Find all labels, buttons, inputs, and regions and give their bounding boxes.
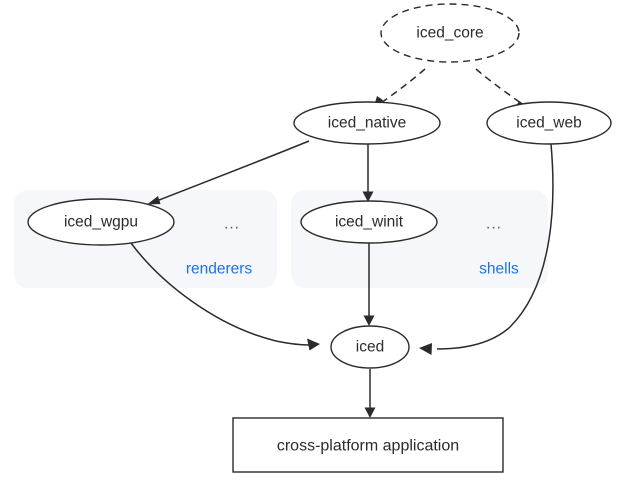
edge-iced-wgpu-to-iced-arrowhead <box>307 338 320 351</box>
edge-iced-native-to-iced-winit <box>362 143 374 202</box>
edge-iced-web-to-iced-line <box>436 143 554 350</box>
node-application-label: cross-platform application <box>277 438 459 455</box>
node-iced-core[interactable]: iced_core <box>380 3 520 63</box>
edge-iced-native-to-iced-wgpu <box>147 140 310 205</box>
cluster-renderers-label: renderers <box>186 261 253 278</box>
edge-iced-web-to-iced <box>419 143 554 355</box>
node-shells-more: ... <box>486 216 502 233</box>
node-iced-web-shape[interactable] <box>486 101 612 145</box>
node-iced-label: iced <box>356 339 384 356</box>
node-iced-winit-label: iced_winit <box>335 214 404 231</box>
node-application[interactable]: cross-platform application <box>232 417 504 473</box>
node-iced-core-shape[interactable] <box>380 3 520 63</box>
node-iced-core-label: iced_core <box>416 25 483 42</box>
node-iced[interactable]: iced <box>330 325 410 369</box>
node-iced-native[interactable]: iced_native <box>293 101 441 145</box>
node-iced-native-label: iced_native <box>328 115 406 132</box>
node-shells-more-label: ... <box>486 216 502 233</box>
node-iced-web[interactable]: iced_web <box>486 101 612 145</box>
node-iced-web-label: iced_web <box>516 115 582 132</box>
edge-iced-wgpu-to-iced <box>130 242 320 351</box>
edge-iced-core-to-iced-web <box>475 68 530 109</box>
node-renderers-more-label: ... <box>224 216 240 233</box>
node-renderers-more: ... <box>224 216 240 233</box>
node-application-shape[interactable] <box>232 417 504 473</box>
node-iced-shape[interactable] <box>330 325 410 369</box>
edge-iced-wgpu-to-iced-line <box>130 242 277 342</box>
edge-iced-winit-to-iced <box>363 243 375 326</box>
edge-iced-winit-to-iced-arrowhead <box>363 315 375 326</box>
node-iced-native-shape[interactable] <box>293 101 441 145</box>
node-iced-wgpu[interactable]: iced_wgpu <box>27 198 175 246</box>
cluster-shells-label: shells <box>479 261 519 278</box>
node-iced-wgpu-shape[interactable] <box>27 198 175 246</box>
edge-iced-to-application <box>364 369 376 418</box>
edge-iced-core-to-iced-web-line <box>475 68 523 105</box>
node-iced-wgpu-label: iced_wgpu <box>64 214 138 231</box>
edge-iced-native-to-iced-winit-arrowhead <box>362 191 374 202</box>
node-iced-winit[interactable]: iced_winit <box>300 200 438 244</box>
edge-iced-native-to-iced-wgpu-line <box>158 140 310 201</box>
node-iced-winit-shape[interactable] <box>300 200 438 244</box>
edge-iced-web-to-iced-arrowhead <box>419 343 432 355</box>
edge-iced-core-to-iced-native-line <box>380 68 426 104</box>
edge-iced-to-application-arrowhead <box>364 407 376 418</box>
edge-iced-wgpu-to-iced-line-tail <box>275 340 311 346</box>
edge-iced-native-to-iced-wgpu-arrowhead <box>147 196 161 205</box>
